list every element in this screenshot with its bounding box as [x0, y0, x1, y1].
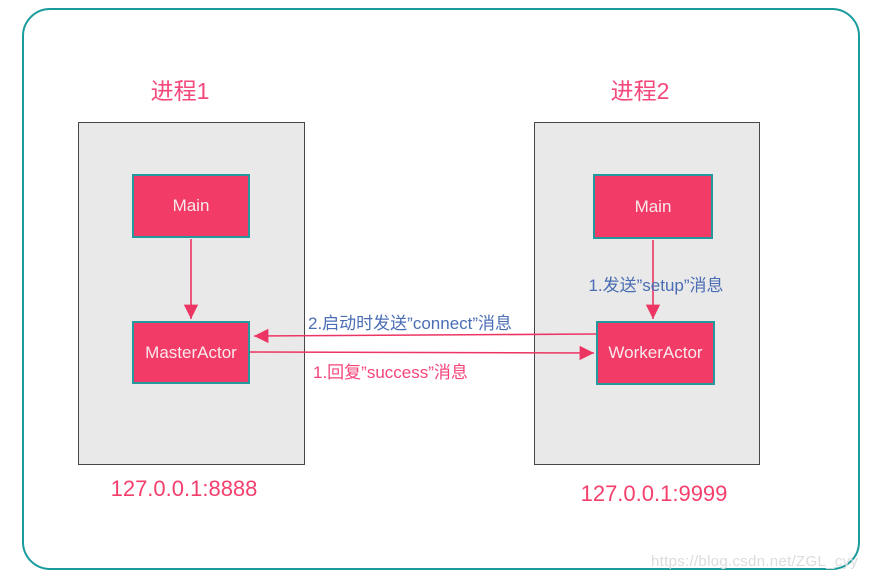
setup-message-label: 1.发送”setup”消息	[588, 276, 724, 295]
success-message-label: 1.回复”success”消息	[313, 363, 468, 382]
process2-address: 127.0.0.1:9999	[580, 481, 728, 506]
process1-title: 进程1	[150, 78, 210, 104]
worker-actor-box: WorkerActor	[596, 321, 715, 385]
diagram-rounded-border	[22, 8, 860, 570]
process1-main-box: Main	[132, 174, 250, 238]
process2-title: 进程2	[610, 78, 670, 104]
process2-main-box: Main	[593, 174, 713, 239]
master-actor-box: MasterActor	[132, 321, 250, 384]
watermark-url: https://blog.csdn.net/ZGL_cyy	[651, 553, 859, 570]
process1-address: 127.0.0.1:8888	[110, 476, 258, 501]
connect-message-label: 2.启动时发送”connect”消息	[308, 314, 513, 333]
